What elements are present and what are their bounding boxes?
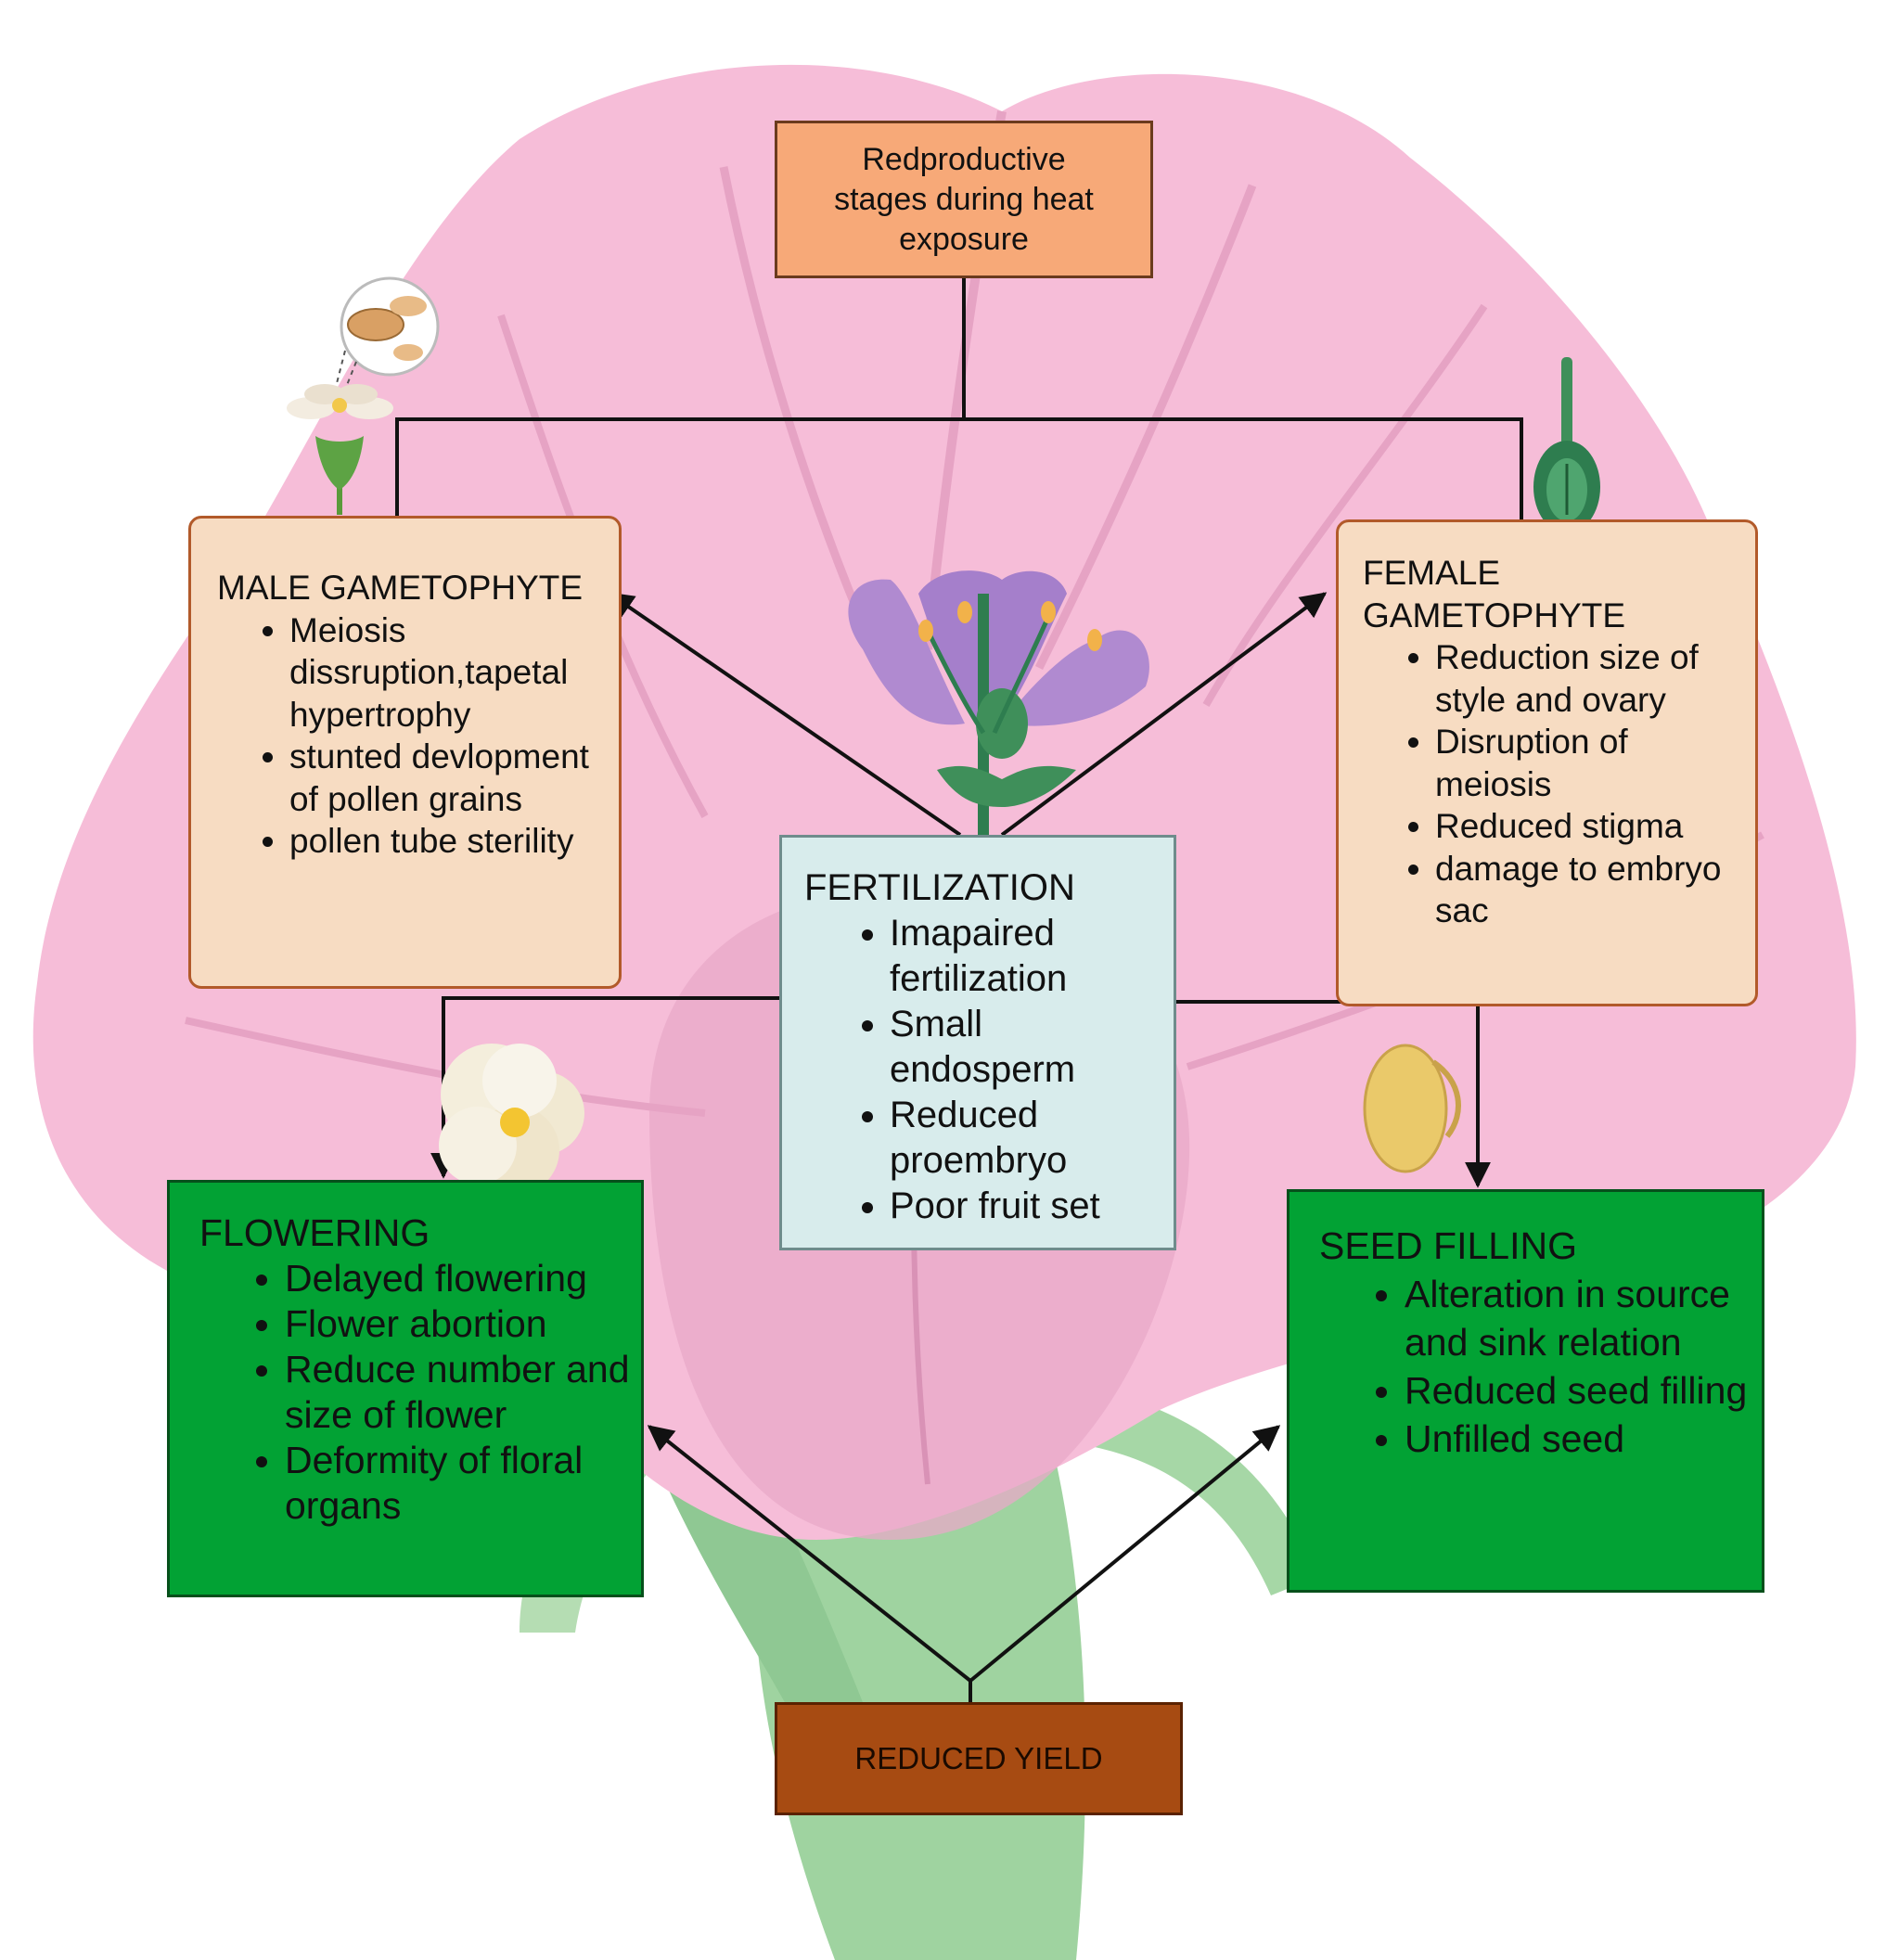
list-item: Small endosperm [890, 1002, 1164, 1093]
flowering-title: FLOWERING [199, 1211, 430, 1254]
seed-filling-list: Alteration in source and sink relation R… [1319, 1270, 1752, 1463]
seed-icon [1363, 1044, 1461, 1173]
heat-exposure-text: Redproductive stages during heat exposur… [834, 141, 1094, 257]
list-item: Reduced seed filling [1405, 1366, 1752, 1415]
fertilization-title: FERTILIZATION [804, 867, 1075, 908]
female-gametophyte-list: Reduction size of style and ovary Disrup… [1363, 636, 1746, 932]
list-item: pollen tube sterility [289, 820, 609, 863]
seed-filling-title: SEED FILLING [1319, 1224, 1577, 1267]
reduced-yield-text: REDUCED YIELD [854, 1741, 1103, 1775]
list-item: Imapaired fertilization [890, 911, 1164, 1002]
list-item: Disruption of meiosis [1435, 721, 1746, 805]
list-item: Deformity of floral organs [285, 1438, 632, 1529]
pistil-icon [1533, 357, 1600, 533]
male-gametophyte-box: MALE GAMETOPHYTE Meiosis dissruption,tap… [188, 516, 622, 989]
list-item: damage to embryo sac [1435, 848, 1746, 932]
heat-exposure-box: Redproductive stages during heat exposur… [775, 121, 1153, 278]
list-item: Unfilled seed [1405, 1415, 1752, 1463]
fertilization-box: FERTILIZATION Imapaired fertilization Sm… [779, 835, 1176, 1250]
flowering-list: Delayed flowering Flower abortion Reduce… [199, 1256, 632, 1529]
female-gametophyte-box: FEMALE GAMETOPHYTE Reduction size of sty… [1336, 519, 1758, 1006]
list-item: Alteration in source and sink relation [1405, 1270, 1752, 1366]
list-item: Reduced stigma [1435, 805, 1746, 848]
list-item: Poor fruit set [890, 1184, 1164, 1229]
list-item: stunted devlopment of pollen grains [289, 736, 609, 820]
list-item: Flower abortion [285, 1301, 632, 1347]
list-item: Reduction size of style and ovary [1435, 636, 1746, 721]
list-item: Delayed flowering [285, 1256, 632, 1301]
male-flower-icon [287, 276, 440, 515]
fertilization-list: Imapaired fertilization Small endosperm … [804, 911, 1164, 1229]
seed-filling-box: SEED FILLING Alteration in source and si… [1287, 1189, 1764, 1593]
list-item: Reduce number and size of flower [285, 1347, 632, 1438]
list-item: Meiosis dissruption,tapetal hypertrophy [289, 609, 609, 737]
list-item: Reduced proembryo [890, 1093, 1164, 1184]
purple-flower-icon [848, 570, 1149, 835]
female-gametophyte-title: FEMALE GAMETOPHYTE [1363, 554, 1626, 634]
male-gametophyte-title: MALE GAMETOPHYTE [217, 569, 584, 607]
reduced-yield-box: REDUCED YIELD [775, 1702, 1183, 1815]
cream-flower-icon [439, 1044, 584, 1195]
male-gametophyte-list: Meiosis dissruption,tapetal hypertrophy … [217, 609, 609, 863]
flowering-box: FLOWERING Delayed flowering Flower abort… [167, 1180, 644, 1597]
